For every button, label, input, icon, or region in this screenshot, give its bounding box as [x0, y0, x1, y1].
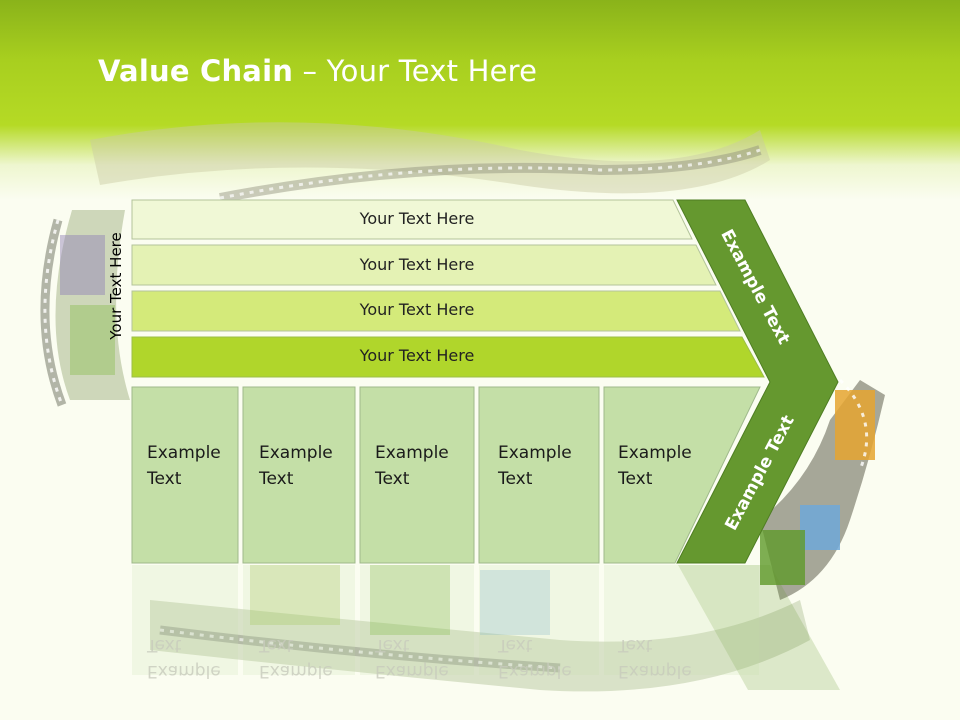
- primary-box-2: [242, 386, 356, 564]
- margin-chevron: [676, 199, 839, 564]
- support-bar-2: [131, 244, 717, 286]
- reflection-box-4: Example Text: [498, 635, 572, 681]
- primary-box-3-label: Example Text: [375, 443, 449, 489]
- slide-title: Value Chain – Your Text Here: [98, 54, 537, 88]
- support-bar-3-label: Your Text Here: [359, 300, 475, 319]
- primary-box-1-label: Example Text: [147, 443, 221, 489]
- reflection-box-3: Example Text: [375, 635, 449, 681]
- support-bar-4-label: Your Text Here: [359, 346, 475, 365]
- slide-title-rest: – Your Text Here: [293, 54, 538, 88]
- primary-box-5-label: Example Text: [618, 443, 692, 489]
- reflection-box-5: Example Text: [618, 635, 692, 681]
- header-band: [0, 0, 960, 200]
- primary-box-5: [603, 386, 761, 564]
- primary-box-4-label: Example Text: [498, 443, 572, 489]
- primary-box-2-label: Example Text: [259, 443, 333, 489]
- support-bar-1-label: Your Text Here: [359, 209, 475, 228]
- reflection-box-2: Example Text: [259, 635, 333, 681]
- primary-box-4: [478, 386, 600, 564]
- support-bar-3: [131, 290, 741, 332]
- support-bar-2-label: Your Text Here: [359, 255, 475, 274]
- reflection-box-1: Example Text: [147, 635, 221, 681]
- primary-box-3: [359, 386, 475, 564]
- support-bar-1: [131, 199, 693, 240]
- support-bar-4: [131, 336, 765, 378]
- primary-box-1: [131, 386, 239, 564]
- slide-title-bold: Value Chain: [98, 54, 294, 88]
